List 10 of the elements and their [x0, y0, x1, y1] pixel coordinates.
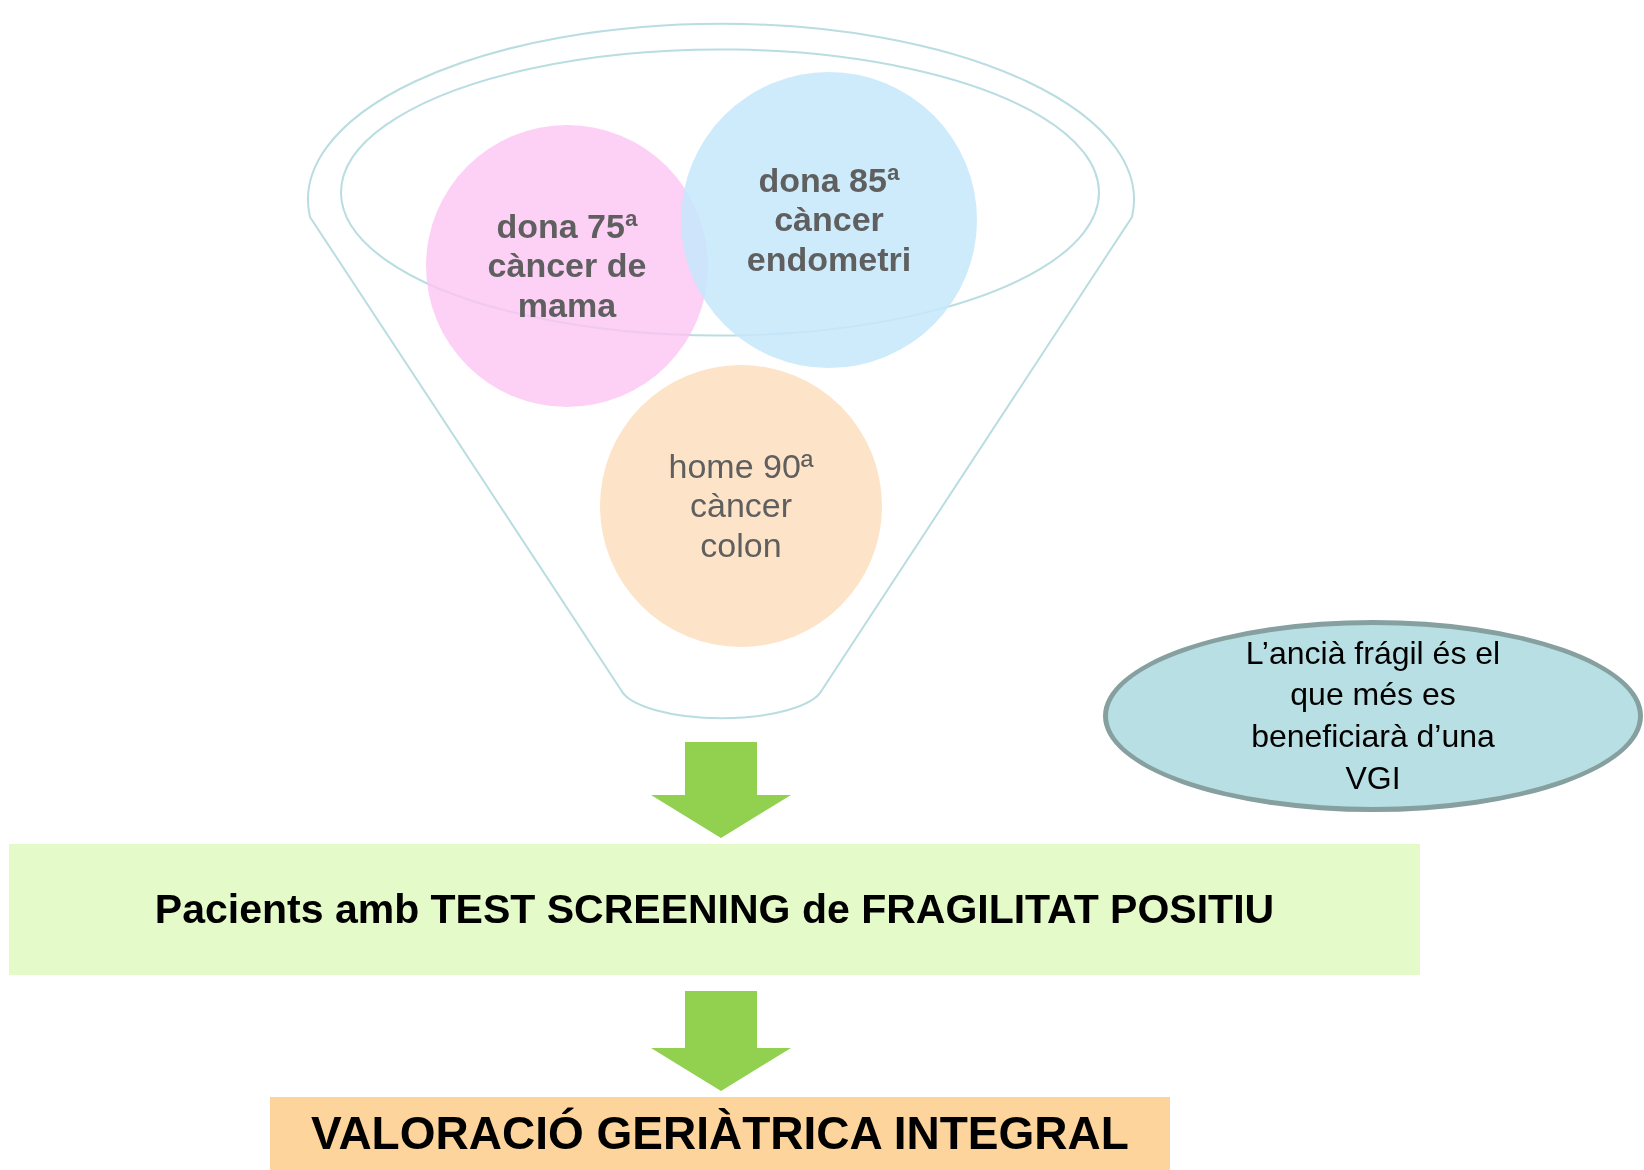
- block-arrow: [651, 742, 791, 838]
- node-text: VALORACIÓ GERIÀTRICA INTEGRAL: [310, 1107, 1130, 1160]
- node-text: L’ancià frágil és el que més es beneficiarà d’una VGI: [1244, 633, 1502, 798]
- node-text: dona 85ª càncer endometri: [745, 161, 913, 279]
- node-text: Pacients amb TEST SCREENING de FRAGILITAT POSITIU: [153, 885, 1276, 934]
- block-arrow: [651, 991, 791, 1091]
- node-text: dona 75ª càncer de mama: [486, 207, 648, 325]
- process-box: [9, 844, 1420, 975]
- result-box: [270, 1097, 1170, 1170]
- node-text: home 90ª càncer colon: [667, 447, 815, 565]
